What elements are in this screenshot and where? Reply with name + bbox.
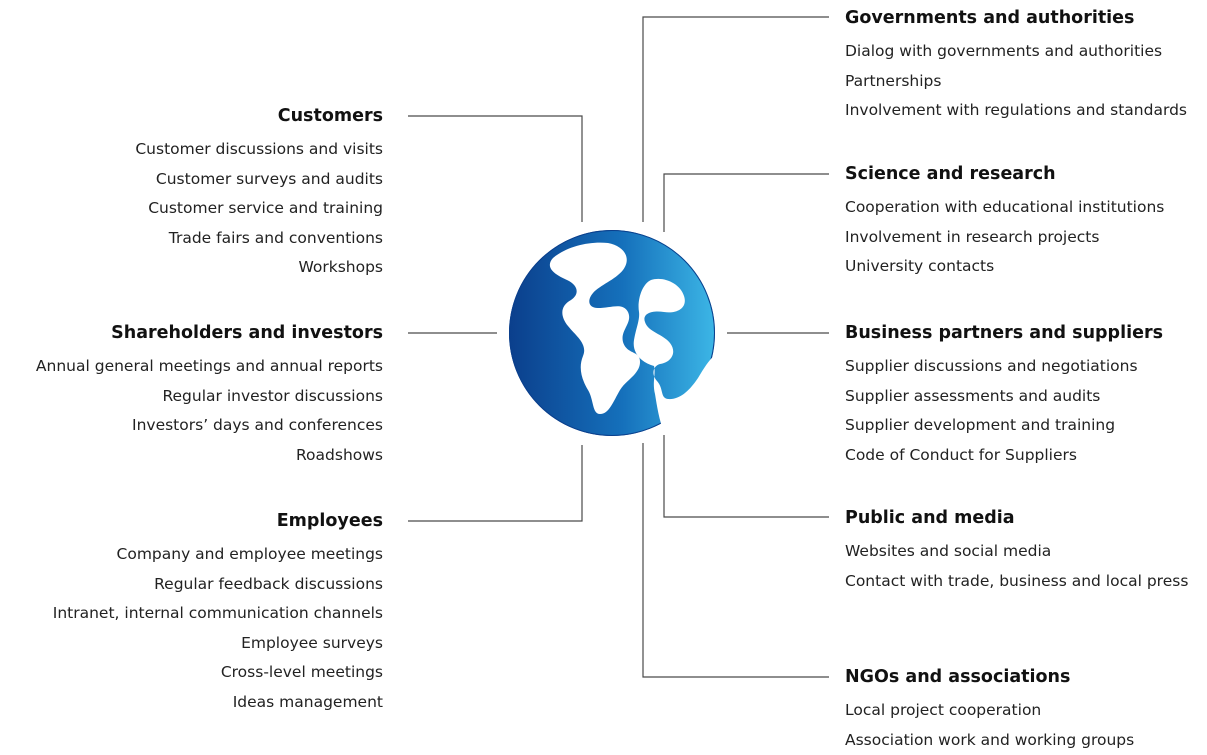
group-title: Shareholders and investors	[36, 322, 383, 344]
stakeholder-group-governments: Governments and authorities Dialog with …	[845, 7, 1187, 126]
list-item: Ideas management	[53, 688, 383, 718]
list-item: University contacts	[845, 252, 1164, 282]
stakeholder-group-shareholders: Shareholders and investors Annual genera…	[36, 322, 383, 470]
list-item: Supplier development and training	[845, 411, 1163, 441]
list-item: Annual general meetings and annual repor…	[36, 352, 383, 382]
group-title: Governments and authorities	[845, 7, 1187, 29]
list-item: Involvement in research projects	[845, 223, 1164, 253]
list-item: Cross-level meetings	[53, 658, 383, 688]
globe-icon	[509, 230, 715, 436]
list-item: Employee surveys	[53, 629, 383, 659]
stakeholder-group-science: Science and research Cooperation with ed…	[845, 163, 1164, 282]
list-item: Customer service and training	[135, 194, 383, 224]
stakeholder-group-public-media: Public and media Websites and social med…	[845, 507, 1188, 596]
list-item: Company and employee meetings	[53, 540, 383, 570]
list-item: Investors’ days and conferences	[36, 411, 383, 441]
list-item: Association work and working groups	[845, 726, 1134, 755]
list-item: Code of Conduct for Suppliers	[845, 441, 1163, 471]
group-title: Customers	[135, 105, 383, 127]
list-item: Customer discussions and visits	[135, 135, 383, 165]
list-item: Involvement with regulations and standar…	[845, 96, 1187, 126]
list-item: Supplier assessments and audits	[845, 382, 1163, 412]
group-title: Business partners and suppliers	[845, 322, 1163, 344]
list-item: Intranet, internal communication channel…	[53, 599, 383, 629]
list-item: Supplier discussions and negotiations	[845, 352, 1163, 382]
connector-governments	[643, 17, 829, 222]
list-item: Partnerships	[845, 67, 1187, 97]
list-item: Websites and social media	[845, 537, 1188, 567]
connector-ngos	[643, 443, 829, 677]
stakeholder-group-business-partners: Business partners and suppliers Supplier…	[845, 322, 1163, 470]
list-item: Cooperation with educational institution…	[845, 193, 1164, 223]
list-item: Customer surveys and audits	[135, 165, 383, 195]
stakeholder-group-customers: Customers Customer discussions and visit…	[135, 105, 383, 283]
list-item: Dialog with governments and authorities	[845, 37, 1187, 67]
list-item: Local project cooperation	[845, 696, 1134, 726]
list-item: Workshops	[135, 253, 383, 283]
list-item: Regular investor discussions	[36, 382, 383, 412]
group-title: Employees	[53, 510, 383, 532]
group-title: Public and media	[845, 507, 1188, 529]
group-title: Science and research	[845, 163, 1164, 185]
list-item: Regular feedback discussions	[53, 570, 383, 600]
list-item: Trade fairs and conventions	[135, 224, 383, 254]
group-title: NGOs and associations	[845, 666, 1134, 688]
stakeholder-group-ngos: NGOs and associations Local project coop…	[845, 666, 1134, 755]
stakeholder-group-employees: Employees Company and employee meetings …	[53, 510, 383, 717]
connector-customers	[408, 116, 582, 222]
list-item: Roadshows	[36, 441, 383, 471]
connector-science	[664, 174, 829, 232]
connector-public	[664, 435, 829, 517]
connector-employees	[408, 445, 582, 521]
list-item: Contact with trade, business and local p…	[845, 567, 1188, 597]
